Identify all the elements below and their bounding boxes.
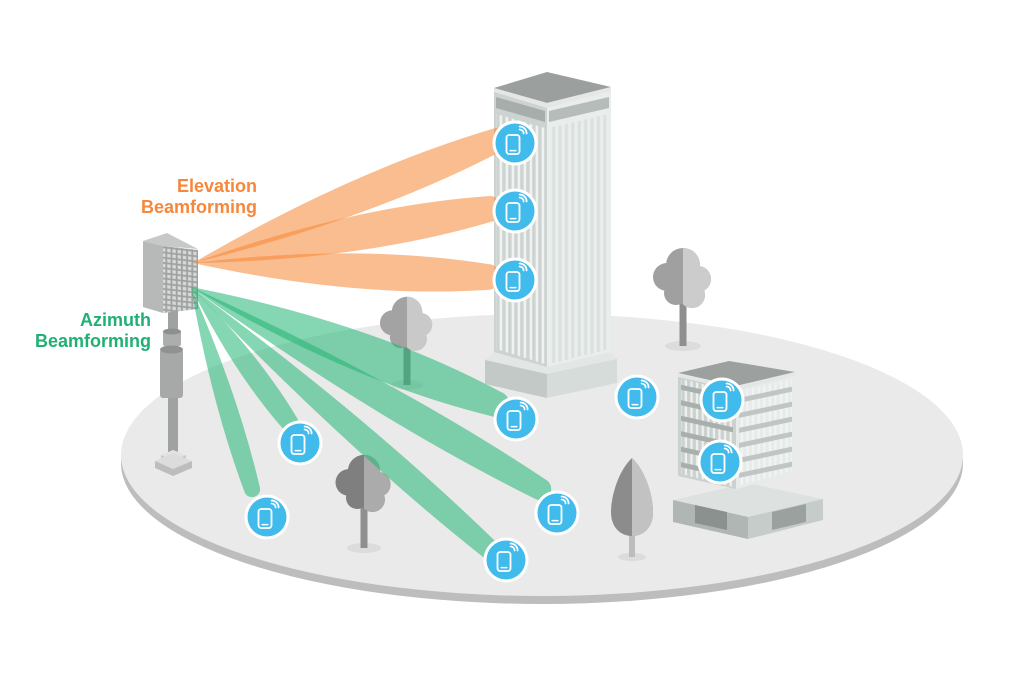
tall-building: [485, 72, 617, 398]
phone-icon: [697, 439, 743, 485]
azimuth-beamforming-label: Azimuth Beamforming: [34, 310, 151, 351]
azimuth-beam-1: [191, 287, 261, 498]
phone-icon: [614, 374, 660, 420]
phone-icon: [492, 188, 538, 234]
elevation-beam-3: [193, 253, 501, 292]
antenna-tower: [143, 233, 198, 476]
cypress-tree-icon: [611, 458, 653, 561]
tree-icon: [653, 248, 711, 351]
phone-icon: [277, 420, 323, 466]
small-building: [673, 361, 823, 539]
trees-foreground: [611, 458, 653, 561]
beam-layer: [191, 127, 552, 560]
elevation-beam-2: [193, 195, 503, 263]
phone-icon: [483, 537, 529, 583]
elevation-beam-1: [193, 127, 510, 263]
azimuth-beam-5: [191, 287, 500, 560]
phone-icon: [492, 120, 538, 166]
antenna-panel: [143, 233, 198, 313]
phone-icon: [244, 494, 290, 540]
phone-icon: [534, 490, 580, 536]
phone-icon: [699, 377, 745, 423]
azimuth-beam-3: [191, 287, 510, 418]
phone-icon: [493, 396, 539, 442]
phone-layer: [244, 120, 745, 583]
azimuth-beam-4: [191, 287, 552, 501]
phone-icon: [492, 257, 538, 303]
elevation-beamforming-label: Elevation Beamforming: [140, 176, 257, 217]
azimuth-beam-2: [191, 287, 299, 432]
